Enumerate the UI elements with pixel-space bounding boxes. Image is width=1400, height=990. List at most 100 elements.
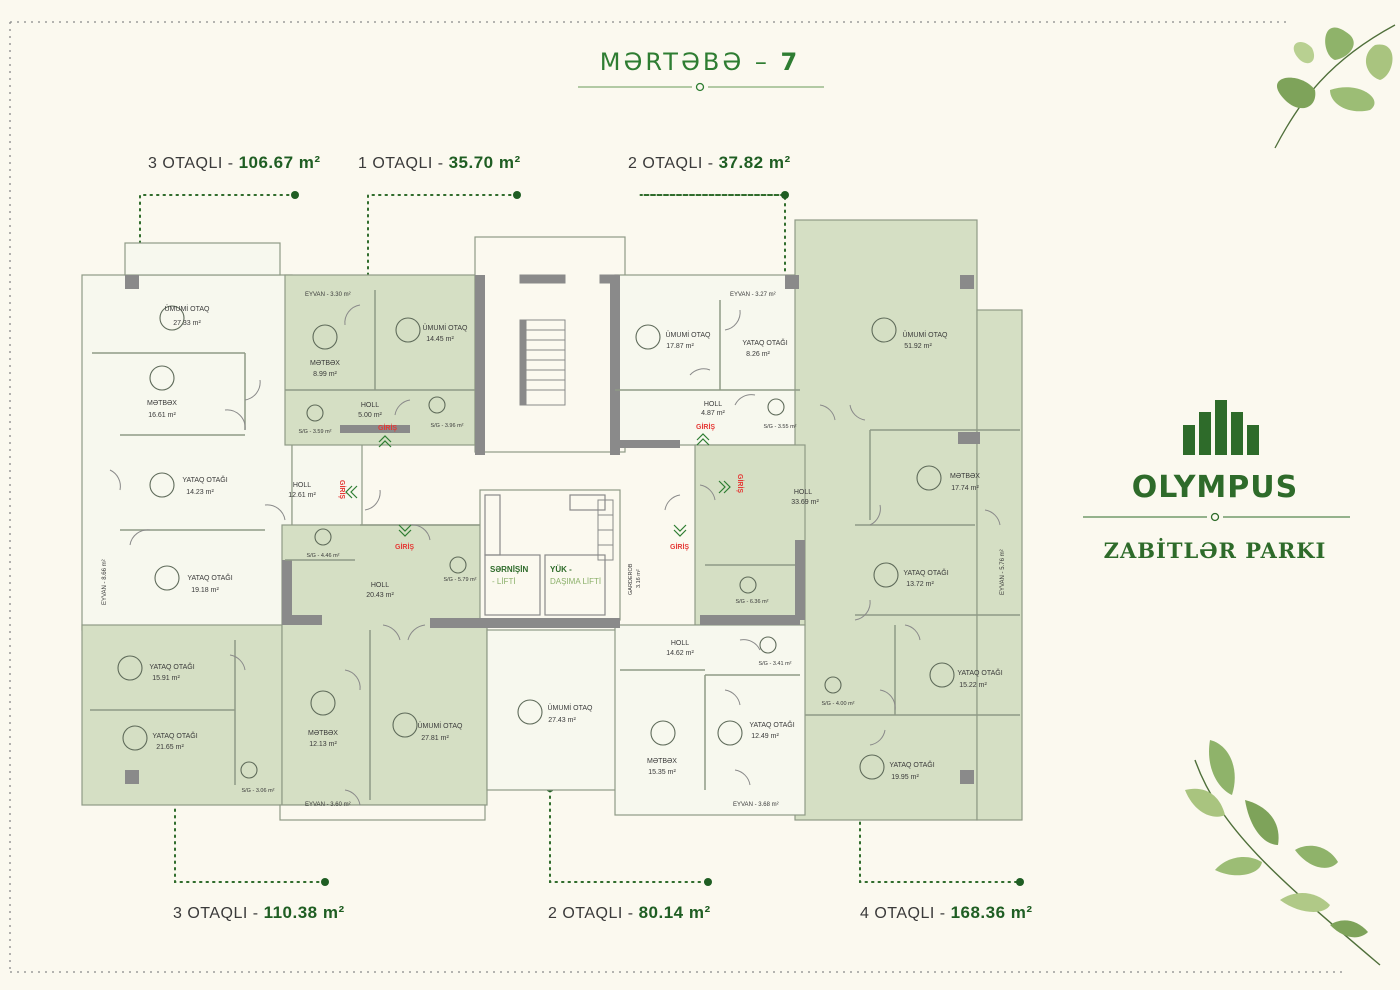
unit-label-2: 1 OTAQLI - 35.70 m²	[358, 153, 521, 172]
room-name: S/G - 4.46 m²	[306, 553, 339, 559]
entrance-labels: GİRİŞ GİRİŞ GİRİŞ GİRİŞ GİRİŞ GİRİŞ	[338, 423, 744, 551]
room-labels: ÜMUMİ OTAQ 27.33 m² MƏTBƏX 8.99 m² ÜMUMİ…	[147, 304, 1003, 794]
header-divider	[578, 82, 824, 92]
room-area: 27.81 m²	[421, 735, 449, 742]
room-name: ÜMUMİ OTAQ	[903, 330, 949, 339]
room-name: MƏTBƏX	[647, 758, 677, 765]
room-area: 19.18 m²	[191, 587, 219, 594]
room-area: 33.69 m²	[791, 499, 819, 506]
entrance-label: GİRİŞ	[395, 543, 414, 551]
room-area: 21.65 m²	[156, 744, 184, 751]
room-name: S/G - 3.55 m²	[763, 424, 796, 430]
room-name: HOLL	[371, 582, 389, 589]
room-name: MƏTBƏX	[310, 360, 340, 367]
entrance-label: GİRİŞ	[670, 543, 689, 551]
floor-number: 7	[780, 48, 801, 76]
room-area: 17.74 m²	[951, 485, 979, 492]
room-area: 8.26 m²	[746, 351, 770, 358]
balcony-label: EYVAN - 3.60 m²	[305, 802, 351, 808]
unit-rooms: 3 OTAQLI	[173, 905, 248, 922]
room-name: MƏTBƏX	[308, 730, 338, 737]
unit-area: 110.38 m²	[263, 903, 345, 922]
floor-label: MƏRTƏBƏ	[599, 48, 745, 76]
room-area: 51.92 m²	[904, 343, 932, 350]
unit-rooms: 2 OTAQLI	[628, 155, 703, 172]
unit-rooms: 4 OTAQLI	[860, 905, 935, 922]
floor-dash: –	[754, 48, 781, 76]
room-name: HOLL	[794, 489, 812, 496]
entrance-label: GİRİŞ	[696, 423, 715, 431]
unit-area: 106.67 m²	[238, 153, 321, 172]
room-area: 15.22 m²	[959, 682, 987, 689]
room-name: YATAQ OTAĞI	[889, 760, 934, 769]
room-name: S/G - 6.36 m²	[735, 599, 768, 605]
room-name: HOLL	[671, 640, 689, 647]
unit-rooms: 2 OTAQLI	[548, 905, 623, 922]
room-name: YATAQ OTAĞI	[187, 573, 232, 582]
room-area: 15.91 m²	[152, 675, 180, 682]
unit-area: 35.70 m²	[448, 153, 521, 172]
room-name: ÜMUMİ OTAQ	[423, 323, 469, 332]
entrance-label: GİRİŞ	[378, 424, 397, 432]
room-area: 12.61 m²	[288, 492, 316, 499]
room-name: ÜMUMİ OTAQ	[666, 330, 712, 339]
room-name: S/G - 3.59 m²	[298, 429, 331, 435]
room-area: 12.49 m²	[751, 733, 779, 740]
freight-lift-label: YÜK -	[550, 565, 572, 574]
room-area: 27.43 m²	[548, 717, 576, 724]
passenger-lift-label: SƏRNİŞİN	[490, 565, 528, 574]
room-area: 17.87 m²	[666, 343, 694, 350]
room-area: 16.61 m²	[148, 412, 176, 419]
garderob-label: GARDEROB 3.16 m²	[628, 563, 642, 595]
lift-shafts	[484, 494, 606, 616]
entrance-arrow-icon	[345, 433, 731, 537]
room-name: S/G - 3.06 m²	[241, 788, 274, 794]
unit-label-5: 2 OTAQLI - 80.14 m²	[548, 903, 711, 922]
room-name: YATAQ OTAĞI	[152, 731, 197, 740]
unit-label-3: 2 OTAQLI - 37.82 m²	[628, 153, 791, 172]
room-name: S/G - 5.79 m²	[443, 577, 476, 583]
freight-lift-sub: DAŞIMA LİFTİ	[550, 577, 601, 586]
entrance-label: GİRİŞ	[338, 480, 346, 499]
room-name: S/G - 3.96 m²	[430, 423, 463, 429]
room-area: 14.23 m²	[186, 489, 214, 496]
room-name: YATAQ OTAĞI	[742, 338, 787, 347]
room-area: 12.13 m²	[309, 741, 337, 748]
balcony-label: EYVAN - 8.66 m²	[102, 559, 108, 605]
leaf-decoration-top-icon	[1274, 24, 1396, 149]
unit-area: 37.82 m²	[718, 153, 791, 172]
floor-title: MƏRTƏBƏ – 7	[560, 48, 840, 76]
entrance-label: GİRİŞ	[736, 474, 744, 493]
room-name: YATAQ OTAĞI	[957, 668, 1002, 677]
room-name: ÜMUMİ OTAQ	[165, 304, 211, 313]
room-area: 13.72 m²	[906, 581, 934, 588]
room-name: HOLL	[293, 482, 311, 489]
rooms-layer	[81, 219, 1023, 821]
room-name: S/G - 3.41 m²	[758, 661, 791, 667]
unit-label-1: 3 OTAQLI - 106.67 m²	[148, 153, 321, 172]
room-name: YATAQ OTAĞI	[182, 475, 227, 484]
unit-label-4: 3 OTAQLI - 110.38 m²	[173, 903, 345, 922]
olympus-logo-icon	[1183, 400, 1259, 455]
unit-rooms: 1 OTAQLI	[358, 155, 433, 172]
walls-layer	[125, 275, 980, 784]
garderob-area: 3.16 m²	[636, 569, 642, 588]
room-area: 27.33 m²	[173, 320, 201, 327]
balcony-label: EYVAN - 3.68 m²	[733, 802, 779, 808]
leaf-decoration-bottom-icon	[1185, 740, 1381, 966]
room-area: 5.00 m²	[358, 412, 382, 419]
brand-divider	[1083, 512, 1350, 522]
room-area: 20.43 m²	[366, 592, 394, 599]
balcony-label: EYVAN - 3.27 m²	[730, 292, 776, 298]
brand-name: OLYMPUS	[1131, 470, 1299, 505]
balcony-label: EYVAN - 5.76 m²	[1000, 549, 1006, 595]
room-area: 19.95 m²	[891, 774, 919, 781]
furniture-icons	[117, 305, 955, 780]
unit-label-6: 4 OTAQLI - 168.36 m²	[860, 903, 1033, 922]
garderob-name: GARDEROB	[628, 563, 634, 595]
room-area: 14.62 m²	[666, 650, 694, 657]
room-area: 14.45 m²	[426, 336, 454, 343]
room-name: YATAQ OTAĞI	[749, 720, 794, 729]
room-separators	[90, 290, 1020, 800]
